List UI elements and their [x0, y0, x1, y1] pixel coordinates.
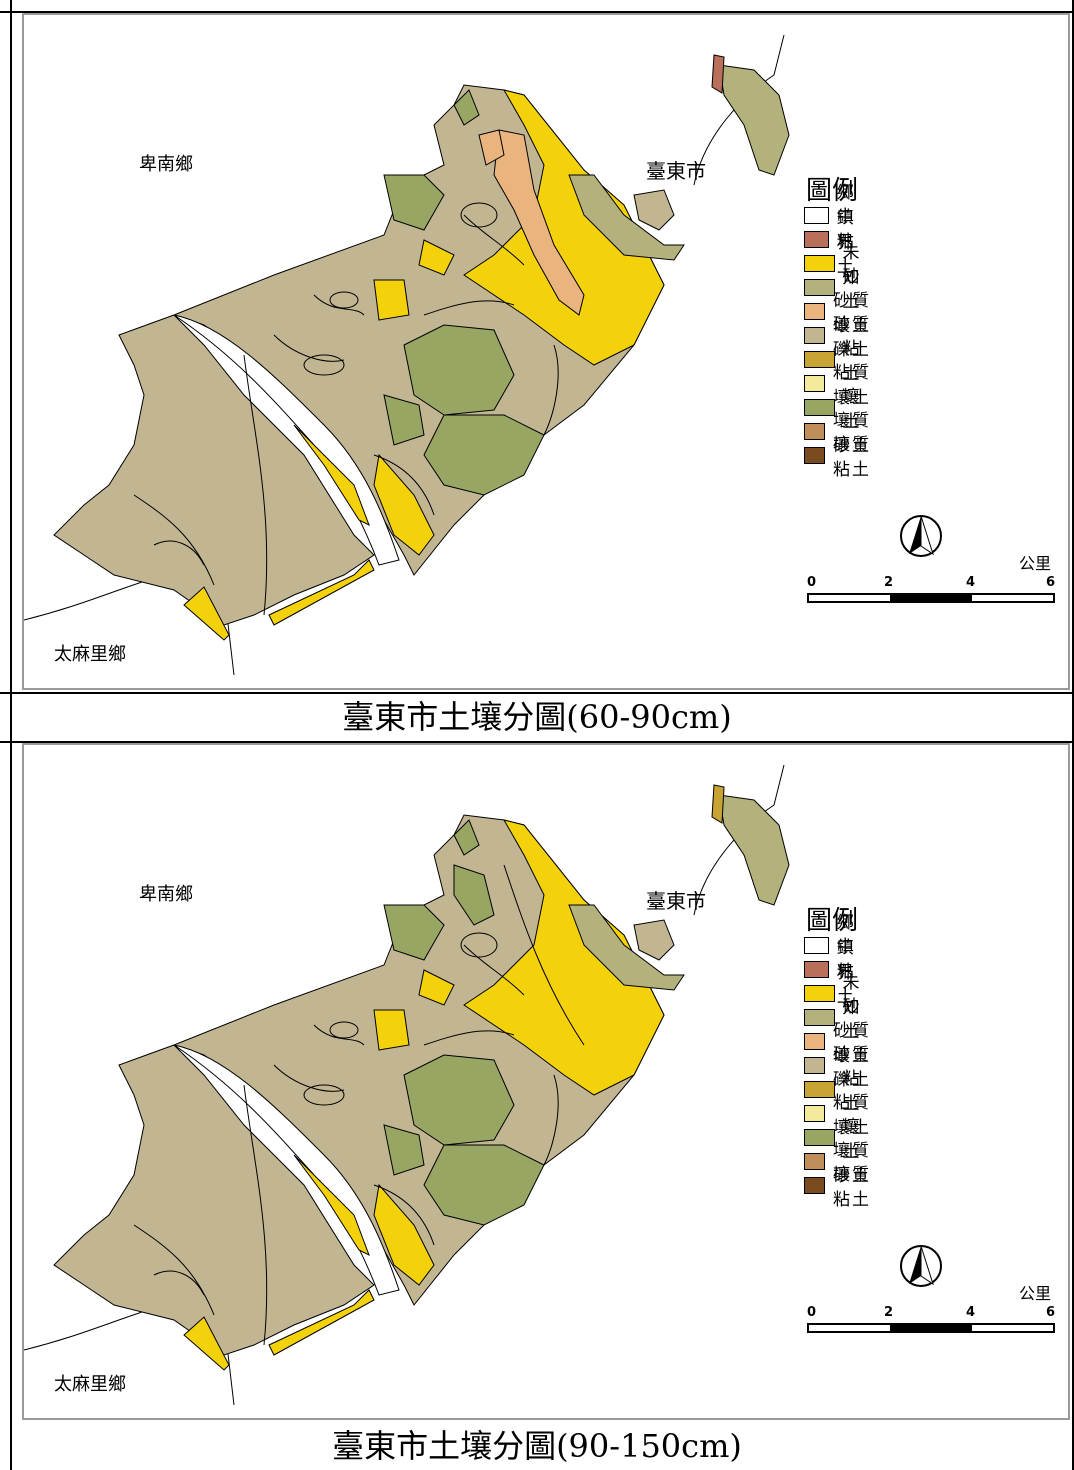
- legend-swatch: [804, 230, 829, 248]
- legend-item: 砂質礫土: [804, 1045, 871, 1090]
- legend-item: 壤質粘土: [804, 435, 871, 480]
- legend-swatch: [804, 206, 829, 224]
- legend-swatch: [804, 278, 835, 296]
- legend-swatch: [804, 446, 825, 464]
- legend-swatch: [804, 1104, 825, 1122]
- legend-label: 砂土: [842, 267, 862, 312]
- legend-swatch: [804, 1032, 825, 1050]
- legend-swatch: [804, 422, 825, 440]
- legend-label: 未知: [842, 973, 862, 1018]
- soil-map-90-150: 卑南鄉 臺東市 太麻里鄉 圖例 鄉鎮界中粘土未知砂土砂質壤土砂質礫土粘土粘質壤土…: [22, 743, 1070, 1420]
- scale-unit: 公里: [1019, 1284, 1052, 1303]
- legend-label: 未知: [842, 243, 862, 288]
- legend-swatch: [804, 960, 829, 978]
- legend-item: 粘土: [804, 339, 871, 384]
- legend-title: 圖例: [806, 176, 859, 206]
- map-caption-2: 臺東市土壤分圖(90-150cm): [332, 1427, 742, 1465]
- scale-tick-0: 0: [807, 1305, 817, 1320]
- scale-bar: [807, 1323, 1055, 1333]
- legend-item: 壤土: [804, 387, 871, 432]
- legend-swatch: [804, 1176, 825, 1194]
- legend-swatch: [804, 302, 825, 320]
- legend-swatch: [804, 326, 825, 344]
- scale-bar: [807, 593, 1055, 603]
- legend-label: 粘土: [842, 339, 862, 384]
- scale-tick-6: 6: [1046, 575, 1056, 590]
- legend-label: 砂質壤土: [833, 1021, 871, 1066]
- legend-swatch: [804, 350, 835, 368]
- place-label-south: 太麻里鄉: [54, 1374, 126, 1395]
- legend-item: 砂土: [804, 267, 871, 312]
- soil-map-graphic: [24, 764, 790, 1406]
- legend-swatch: [804, 984, 835, 1002]
- legend-item: 未知: [804, 973, 871, 1018]
- legend-item: 中粘土: [804, 207, 871, 277]
- place-label-north: 卑南鄉: [139, 884, 193, 905]
- table-left-border: [10, 0, 12, 1470]
- legend-label: 粘質壤土: [833, 363, 871, 408]
- legend-label: 砂質壤土: [833, 291, 871, 336]
- legend-label: 壤質粘土: [833, 1165, 871, 1210]
- legend-label: 中粘土: [836, 936, 856, 1007]
- legend-label: 壤質砂土: [833, 411, 871, 456]
- legend-label: 砂質礫土: [833, 315, 871, 360]
- scale-unit: 公里: [1019, 554, 1052, 573]
- legend-item: 壤質砂土: [804, 411, 871, 456]
- legend-label: 砂土: [842, 997, 862, 1042]
- legend-swatch: [804, 374, 825, 392]
- legend-swatch: [804, 1056, 825, 1074]
- legend-swatch: [804, 254, 835, 272]
- table-row-divider-1: [0, 692, 1074, 694]
- legend-label: 中粘土: [836, 206, 856, 277]
- legend-item: 粘質壤土: [804, 1093, 871, 1138]
- scale-tick-4: 4: [966, 575, 976, 590]
- scale-tick-0: 0: [807, 575, 817, 590]
- table-right-border: [1072, 0, 1074, 1470]
- legend-swatch: [804, 1128, 835, 1146]
- legend-swatch: [804, 1080, 835, 1098]
- scale-tick-2: 2: [884, 1305, 894, 1320]
- soil-map-graphic: [24, 34, 790, 676]
- scale-tick-6: 6: [1046, 1305, 1056, 1320]
- legend-item: 砂土: [804, 997, 871, 1042]
- legend-title: 圖例: [806, 906, 859, 936]
- map-caption-1: 臺東市土壤分圖(60-90cm): [342, 698, 732, 736]
- place-label-north: 卑南鄉: [139, 154, 193, 175]
- legend-label: 壤質粘土: [833, 435, 871, 480]
- place-label-city: 臺東市: [646, 889, 706, 913]
- legend-label: 鄉鎮界: [836, 912, 856, 983]
- legend-swatch: [804, 398, 835, 416]
- place-label-city: 臺東市: [646, 159, 706, 183]
- legend-item: 中粘土: [804, 937, 871, 1007]
- legend-item: 砂質壤土: [804, 291, 871, 336]
- legend-label: 砂質礫土: [833, 1045, 871, 1090]
- legend-label: 壤土: [842, 387, 862, 432]
- legend-label: 粘土: [842, 1069, 862, 1114]
- table-row-divider-2: [0, 741, 1074, 743]
- scale-tick-4: 4: [966, 1305, 976, 1320]
- legend-swatch: [804, 936, 829, 954]
- legend-item: 粘土: [804, 1069, 871, 1114]
- legend-label: 鄉鎮界: [836, 182, 856, 253]
- legend-item: 砂質壤土: [804, 1021, 871, 1066]
- legend-item: 鄉鎮界: [804, 183, 871, 253]
- legend-label: 壤土: [842, 1117, 862, 1162]
- north-arrow-icon: [900, 515, 942, 557]
- legend-item: 壤土: [804, 1117, 871, 1162]
- north-arrow-icon: [900, 1245, 942, 1287]
- legend-swatch: [804, 1152, 825, 1170]
- legend-label: 粘質壤土: [833, 1093, 871, 1138]
- place-label-south: 太麻里鄉: [54, 644, 126, 665]
- legend-label: 壤質砂土: [833, 1141, 871, 1186]
- legend-item: 壤質砂土: [804, 1141, 871, 1186]
- legend-item: 未知: [804, 243, 871, 288]
- legend-item: 壤質粘土: [804, 1165, 871, 1210]
- legend-item: 鄉鎮界: [804, 913, 871, 983]
- legend-item: 砂質礫土: [804, 315, 871, 360]
- legend-swatch: [804, 1008, 835, 1026]
- legend-item: 粘質壤土: [804, 363, 871, 408]
- table-top-border: [0, 11, 1074, 13]
- scale-tick-2: 2: [884, 575, 894, 590]
- soil-map-60-90: 卑南鄉 臺東市 太麻里鄉 圖例 鄉鎮界中粘土未知砂土砂質壤土砂質礫土粘土粘質壤土…: [22, 13, 1070, 690]
